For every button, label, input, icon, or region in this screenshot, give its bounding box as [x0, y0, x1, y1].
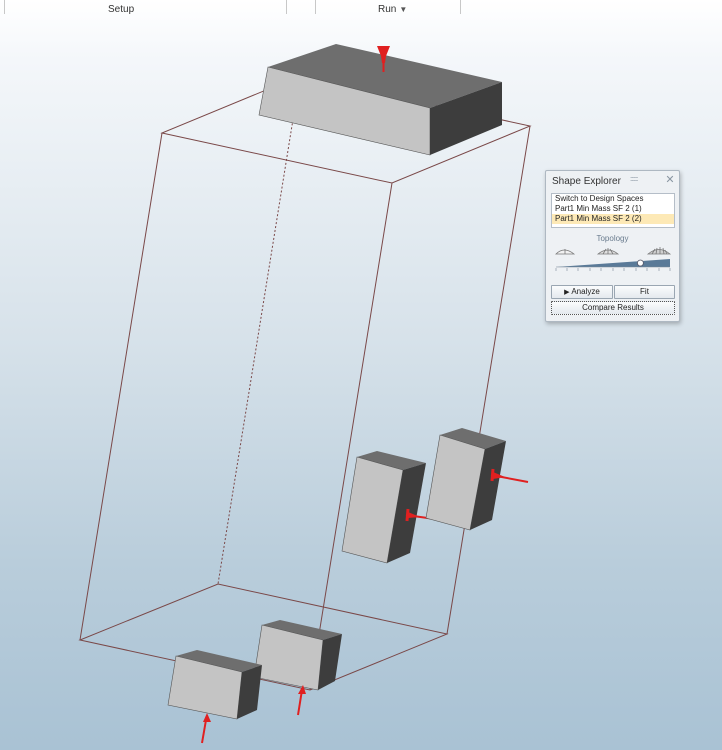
play-icon: ▶: [564, 289, 570, 296]
upward-load-arrow-icon[interactable]: [297, 685, 306, 716]
run-menu[interactable]: Run▼: [378, 4, 407, 15]
ribbon-separator: [286, 0, 287, 14]
bottom-part-block-back[interactable]: [253, 620, 342, 691]
topology-slider-thumb[interactable]: [637, 259, 644, 267]
downward-load-funnel-icon[interactable]: [377, 46, 390, 72]
high-topology-icon: [646, 247, 672, 255]
low-topology-icon: [555, 249, 576, 255]
model-canvas[interactable]: [0, 16, 722, 750]
topology-label: Topology: [596, 234, 629, 243]
ribbon-separator: [315, 0, 316, 14]
run-label: Run: [378, 4, 397, 15]
compare-results-label: Compare Results: [582, 303, 644, 312]
middle-part-block-right[interactable]: [425, 428, 506, 531]
shape-explorer-title: Shape Explorer: [552, 176, 621, 187]
ribbon-bar: Setup Run▼: [0, 0, 722, 16]
middle-part-block-left[interactable]: [341, 451, 426, 564]
medium-topology-icon: [596, 248, 620, 255]
model-viewport[interactable]: [0, 16, 722, 750]
drag-grip-icon[interactable]: ::::::::: [630, 176, 639, 183]
setup-tab[interactable]: Setup: [108, 4, 135, 15]
analyze-button[interactable]: ▶ Analyze: [551, 285, 613, 299]
design-results-list[interactable]: Switch to Design Spaces Part1 Min Mass S…: [551, 193, 675, 228]
analyze-label: Analyze: [571, 287, 600, 296]
ribbon-separator: [460, 0, 461, 14]
fit-label: Fit: [640, 287, 649, 296]
shape-explorer-header[interactable]: Shape Explorer :::::::: ✕: [546, 171, 679, 191]
design-space-box[interactable]: [78, 75, 532, 691]
compare-results-button[interactable]: Compare Results: [551, 301, 675, 315]
top-part-block[interactable]: [258, 44, 502, 156]
topology-slider[interactable]: [554, 245, 672, 273]
shape-explorer-panel[interactable]: Shape Explorer :::::::: ✕ Switch to Desi…: [545, 170, 680, 322]
list-item[interactable]: Switch to Design Spaces: [555, 194, 644, 203]
close-icon[interactable]: ✕: [665, 174, 675, 186]
slider-ticks: [555, 268, 671, 271]
ribbon-separator: [4, 0, 5, 14]
list-item-selected[interactable]: Part1 Min Mass SF 2 (2): [552, 214, 674, 224]
triangle-down-icon: ▼: [399, 5, 408, 14]
bottom-part-block-front[interactable]: [167, 650, 262, 720]
upward-load-arrow-icon[interactable]: [201, 713, 211, 744]
list-item[interactable]: Part1 Min Mass SF 2 (1): [555, 204, 642, 213]
topology-slider-fill: [556, 259, 670, 267]
load-arrow-icon[interactable]: [490, 468, 529, 483]
fit-button[interactable]: Fit: [614, 285, 675, 299]
